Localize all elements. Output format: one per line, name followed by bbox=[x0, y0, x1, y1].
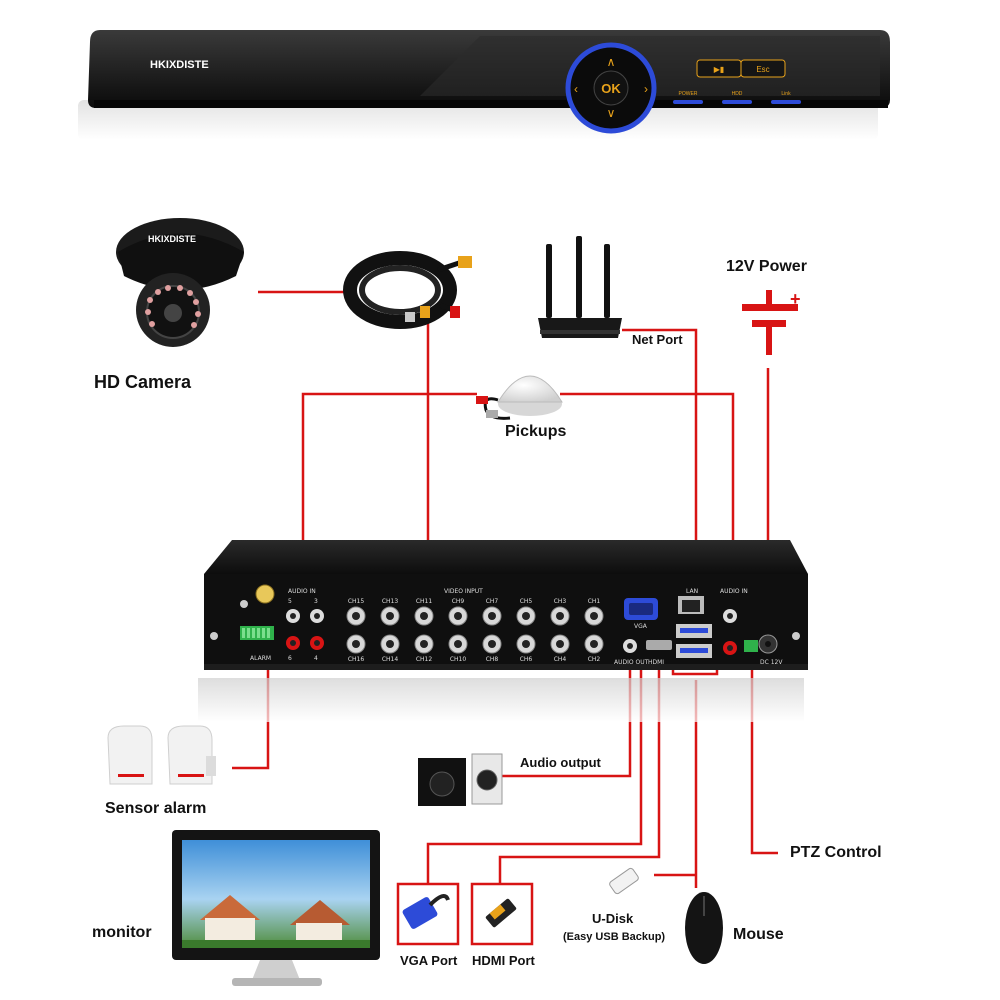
bnc-connector-core bbox=[488, 640, 496, 648]
bnc-connector-core bbox=[352, 640, 360, 648]
net-port-label: Net Port bbox=[632, 332, 683, 347]
mouse-device bbox=[685, 892, 723, 964]
router bbox=[538, 236, 622, 338]
bnc-connector-core bbox=[386, 612, 394, 620]
svg-text:VIDEO INPUT: VIDEO INPUT bbox=[444, 588, 483, 595]
sensor-alarm-label: Sensor alarm bbox=[105, 800, 207, 817]
channel-label: CH16 bbox=[348, 656, 365, 663]
udisk-label: U-Disk bbox=[592, 911, 634, 926]
channel-label: CH13 bbox=[382, 598, 399, 605]
udisk-icon bbox=[609, 867, 639, 895]
mouse-label: Mouse bbox=[733, 926, 784, 943]
svg-text:∨: ∨ bbox=[607, 106, 616, 120]
audio-output-label: Audio output bbox=[520, 755, 601, 770]
channel-label: CH9 bbox=[452, 598, 465, 605]
channel-label: CH10 bbox=[450, 656, 467, 663]
hd-camera-label: HD Camera bbox=[94, 372, 192, 392]
channel-label: CH1 bbox=[588, 598, 601, 605]
svg-text:AUDIO OUT: AUDIO OUT bbox=[614, 659, 649, 666]
svg-text:DC 12V: DC 12V bbox=[760, 659, 783, 666]
svg-text:∧: ∧ bbox=[607, 55, 616, 69]
bnc-connector-core bbox=[386, 640, 394, 648]
sensor-alarm-devices bbox=[107, 725, 216, 785]
bnc-connector-core bbox=[556, 640, 564, 648]
svg-text:6: 6 bbox=[288, 655, 292, 662]
svg-text:+: + bbox=[790, 289, 801, 309]
svg-text:4: 4 bbox=[314, 655, 318, 662]
svg-text:POWER: POWER bbox=[679, 91, 698, 97]
channel-label: CH6 bbox=[520, 656, 533, 663]
bnc-connector-core bbox=[420, 640, 428, 648]
bnc-connector-core bbox=[522, 612, 530, 620]
pickups-label: Pickups bbox=[505, 423, 567, 440]
svg-text:AUDIO IN: AUDIO IN bbox=[288, 588, 316, 595]
camera-brand-logo: HKIXDISTE bbox=[148, 234, 196, 244]
svg-text:HDD: HDD bbox=[732, 91, 743, 97]
bnc-connector-core bbox=[522, 640, 530, 648]
front-nvr: OK ∧ ∨ ‹ › ▶▮ Esc POWER HDD Link HKIXDIS… bbox=[78, 30, 890, 140]
svg-text:▶▮: ▶▮ bbox=[714, 65, 725, 74]
pickup-microphone bbox=[476, 375, 563, 420]
channel-label: CH8 bbox=[486, 656, 499, 663]
hdmi-connector bbox=[646, 640, 672, 650]
ptz-control-label: PTZ Control bbox=[790, 844, 882, 861]
channel-label: CH5 bbox=[520, 598, 533, 605]
svg-text:3: 3 bbox=[314, 598, 318, 605]
svg-text:›: › bbox=[644, 82, 648, 96]
svg-text:Link: Link bbox=[781, 91, 791, 97]
channel-label: CH11 bbox=[416, 598, 433, 605]
hd-camera: HKIXDISTE bbox=[116, 218, 244, 347]
audio-in-jacks-left bbox=[286, 609, 324, 650]
channel-label: CH15 bbox=[348, 598, 365, 605]
bnc-connector-core bbox=[352, 612, 360, 620]
svg-text:VGA: VGA bbox=[634, 623, 648, 630]
channel-label: CH7 bbox=[486, 598, 499, 605]
svg-text:Esc: Esc bbox=[756, 65, 769, 74]
svg-text:‹: ‹ bbox=[574, 82, 578, 96]
udisk-note-label: (Easy USB Backup) bbox=[563, 931, 666, 943]
hdmi-port-label: HDMI Port bbox=[472, 953, 535, 968]
bnc-connector-core bbox=[454, 612, 462, 620]
bnc-cable-coil bbox=[343, 251, 472, 329]
bnc-connector-core bbox=[556, 612, 564, 620]
channel-label: CH14 bbox=[382, 656, 399, 663]
channel-label: CH4 bbox=[554, 656, 567, 663]
power-symbol: + bbox=[742, 289, 801, 355]
svg-text:5: 5 bbox=[288, 598, 292, 605]
svg-text:AUDIO IN: AUDIO IN bbox=[720, 588, 748, 595]
bnc-connector-core bbox=[488, 612, 496, 620]
svg-text:HDMI: HDMI bbox=[648, 659, 664, 666]
svg-text:ALARM: ALARM bbox=[250, 655, 271, 662]
hdmi-cable-icon bbox=[485, 898, 517, 928]
esc-button bbox=[740, 59, 786, 78]
bnc-connector-core bbox=[590, 640, 598, 648]
vga-port-label: VGA Port bbox=[400, 953, 458, 968]
svg-text:LAN: LAN bbox=[686, 588, 698, 595]
front-brand-logo: HKIXDISTE bbox=[150, 59, 209, 71]
bnc-connector-core bbox=[590, 612, 598, 620]
monitor-label: monitor bbox=[92, 924, 152, 941]
power-12v-label: 12V Power bbox=[726, 258, 807, 275]
channel-label: CH3 bbox=[554, 598, 567, 605]
ok-button-label: OK bbox=[601, 81, 621, 96]
bnc-connector-core bbox=[420, 612, 428, 620]
channel-label: CH12 bbox=[416, 656, 433, 663]
vga-cable-icon bbox=[402, 894, 450, 929]
bnc-connector-core bbox=[454, 640, 462, 648]
channel-label: CH2 bbox=[588, 656, 601, 663]
speakers bbox=[418, 753, 503, 806]
monitor-device bbox=[172, 830, 380, 986]
